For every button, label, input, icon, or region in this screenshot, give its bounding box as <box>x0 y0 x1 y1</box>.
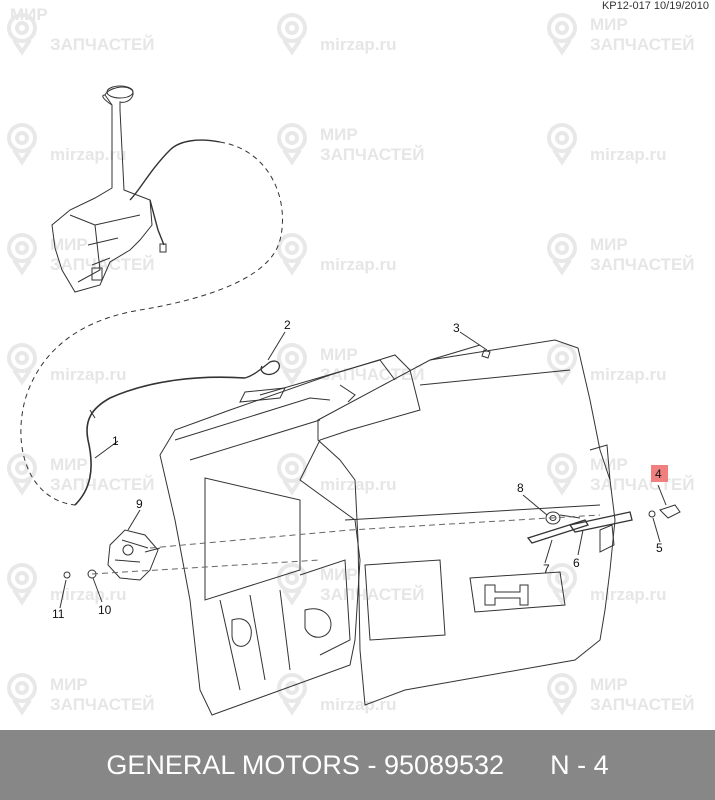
watermark: mirzap.ru <box>590 366 667 384</box>
watermark: ЗАПЧАСТЕЙ <box>50 476 155 494</box>
watermark: mirzap.ru <box>320 256 397 274</box>
watermark: МИР <box>590 16 628 34</box>
watermark-text: mirzap.ru <box>50 145 127 164</box>
watermark: mirzap.ru <box>50 146 127 164</box>
watermark-text: ЗАПЧАСТЕЙ <box>320 145 425 164</box>
watermark-text: ЗАПЧАСТЕЙ <box>50 35 155 54</box>
watermark: МИР <box>320 346 358 364</box>
watermark: МИР <box>590 676 628 694</box>
watermark-text: ЗАПЧАСТЕЙ <box>590 695 695 714</box>
callout-5: 5 <box>656 541 663 555</box>
watermark-text: mirzap.ru <box>590 145 667 164</box>
separator: - <box>359 749 384 780</box>
watermark-text: МИР <box>320 345 358 364</box>
watermark-text: mirzap.ru <box>590 365 667 384</box>
watermark: ЗАПЧАСТЕЙ <box>320 586 425 604</box>
callout-2: 2 <box>284 318 291 332</box>
callout-11: 11 <box>52 607 65 621</box>
watermark: МИР <box>50 236 88 254</box>
watermark-text: МИР <box>320 125 358 144</box>
watermark-text: mirzap.ru <box>50 365 127 384</box>
wiper-motor <box>107 529 161 581</box>
watermark: mirzap.ru <box>320 476 397 494</box>
callout-4: 4 <box>655 467 662 481</box>
diagram-reference: KP12-017 10/19/2010 <box>601 0 709 12</box>
parts-drawing: 1 2 3 4 5 6 7 8 9 10 11 <box>20 85 681 716</box>
watermark: ЗАПЧАСТЕЙ <box>50 36 155 54</box>
watermark: ЗАПЧАСТЕЙ <box>590 36 695 54</box>
watermark-text: mirzap.ru <box>320 475 397 494</box>
watermark-text: mirzap.ru <box>50 585 127 604</box>
watermark-text: МИР <box>50 235 88 254</box>
watermark-text: МИР <box>10 5 48 24</box>
watermark: ЗАПЧАСТЕЙ <box>320 146 425 164</box>
watermark-text: mirzap.ru <box>320 255 397 274</box>
watermark-text: ЗАПЧАСТЕЙ <box>590 35 695 54</box>
callout-6: 6 <box>573 556 580 570</box>
watermark-text: ЗАПЧАСТЕЙ <box>50 695 155 714</box>
watermark-text: mirzap.ru <box>590 585 667 604</box>
diagram-area: МИР ЗАПЧАСТЕЙ mirzap.ru МИР ЗАПЧАСТЕЙ mi… <box>7 0 709 716</box>
watermark-text: МИР <box>50 455 88 474</box>
watermark-text: МИР <box>320 565 358 584</box>
watermark-text: ЗАПЧАСТЕЙ <box>590 255 695 274</box>
washer-reservoir <box>51 85 153 293</box>
watermark-text: ЗАПЧАСТЕЙ <box>320 585 425 604</box>
brand-name: GENERAL MOTORS <box>106 749 360 780</box>
watermark-text: ЗАПЧАСТЕЙ <box>590 475 695 494</box>
watermark-text: МИР <box>590 235 628 254</box>
liftgate-frame <box>159 354 421 716</box>
watermark: mirzap.ru <box>590 586 667 604</box>
watermark: ЗАПЧАСТЕЙ <box>50 256 155 274</box>
watermark: mirzap.ru <box>590 146 667 164</box>
callout-10: 10 <box>98 603 112 617</box>
watermark: ЗАПЧАСТЕЙ <box>590 476 695 494</box>
watermark: ЗАПЧАСТЕЙ <box>590 256 695 274</box>
watermark-text: mirzap.ru <box>320 35 397 54</box>
watermark: МИР <box>50 456 88 474</box>
watermark-text: ЗАПЧАСТЕЙ <box>50 475 155 494</box>
part-number: 95089532 <box>383 749 505 780</box>
callout-8: 8 <box>517 481 524 495</box>
watermark: ЗАПЧАСТЕЙ <box>590 696 695 714</box>
position-label: N - 4 <box>550 749 609 780</box>
watermark: mirzap.ru <box>50 366 127 384</box>
watermark: МИР <box>320 126 358 144</box>
part-info-footer: GENERAL MOTORS - 95089532 N - 4 <box>0 730 715 800</box>
watermark: mirzap.ru <box>320 36 397 54</box>
watermark-text: ЗАПЧАСТЕЙ <box>50 255 155 274</box>
watermark-text: МИР <box>590 15 628 34</box>
watermark-text: МИР <box>590 675 628 694</box>
callout-7: 7 <box>543 562 550 576</box>
callout-9: 9 <box>136 497 143 511</box>
callout-1: 1 <box>112 434 119 448</box>
watermark: МИР <box>10 6 48 24</box>
watermark: ЗАПЧАСТЕЙ <box>50 696 155 714</box>
watermark: МИР <box>50 676 88 694</box>
watermark: МИР <box>590 236 628 254</box>
callout-3: 3 <box>453 321 460 335</box>
liftgate-glass <box>317 339 616 706</box>
watermark-text: МИР <box>50 675 88 694</box>
callout-highlight <box>651 465 668 482</box>
watermark: МИР <box>320 566 358 584</box>
watermark: mirzap.ru <box>50 586 127 604</box>
